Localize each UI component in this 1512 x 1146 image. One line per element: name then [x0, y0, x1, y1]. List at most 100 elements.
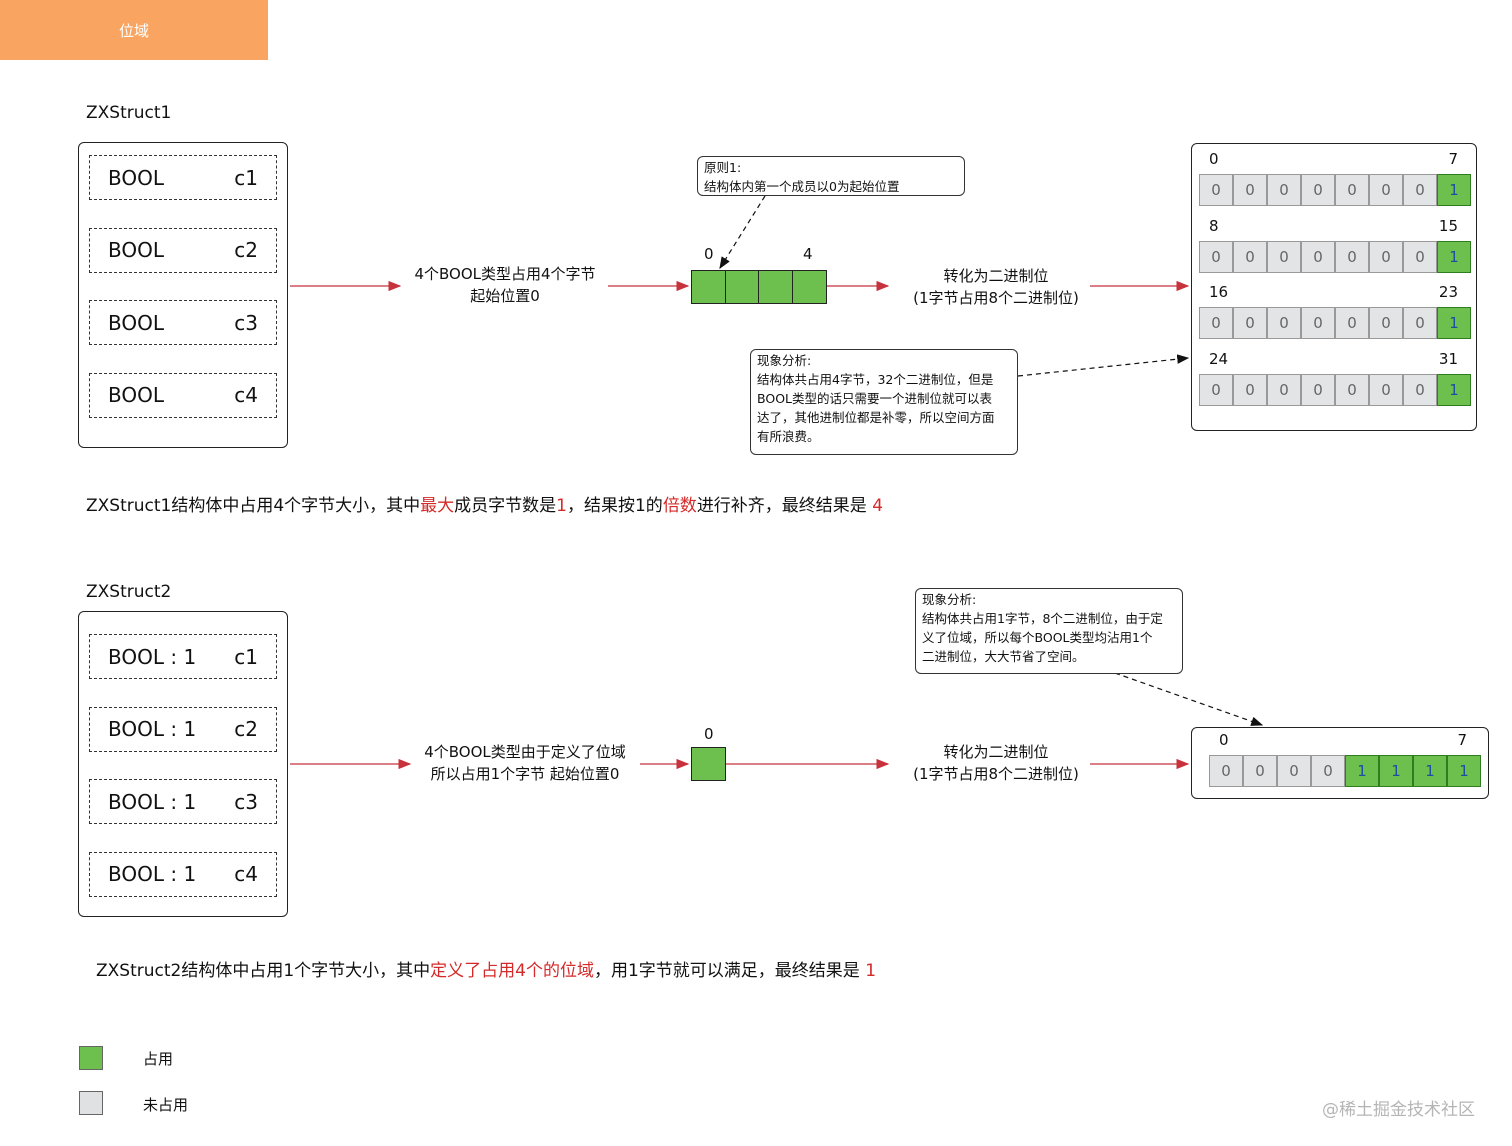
struct2-caption: 4个BOOL类型由于定义了位域 所以占用1个字节 起始位置0 [410, 741, 640, 785]
struct1-caption: 4个BOOL类型占用4个字节 起始位置0 [400, 263, 610, 307]
member-type: BOOL : 1 [108, 862, 197, 886]
struct2-caption-line2: 所以占用1个字节 起始位置0 [430, 765, 620, 783]
bit-cell-empty: 0 [1199, 240, 1233, 273]
analysis-note-line: BOOL类型的话只需要一个进制位就可以表 [757, 391, 992, 406]
struct1-convert-caption: 转化为二进制位 (1字节占用8个二进制位) [896, 265, 1096, 309]
member-name: c1 [234, 644, 258, 669]
summary-highlight: 1 [556, 496, 567, 516]
bit-index-end: 7 [1448, 150, 1458, 168]
member-type: BOOL : 1 [108, 789, 197, 814]
legend-occupied-swatch [79, 1046, 103, 1070]
bit-cell-empty: 0 [1369, 307, 1403, 339]
struct2-convert-caption: 转化为二进制位 (1字节占用8个二进制位) [896, 741, 1096, 785]
convert-caption-line1: 转化为二进制位 [943, 267, 1049, 285]
analysis-note-line: 现象分析: [757, 353, 812, 368]
bit-index-start: 0 [1209, 150, 1219, 168]
member-name: c3 [234, 310, 258, 335]
struct1-byte-label-end: 4 [803, 245, 813, 263]
bit-index-end: 15 [1438, 216, 1458, 235]
bit-cell-occupied: 1 [1437, 174, 1471, 206]
summary-highlight: 最大 [420, 496, 455, 516]
bit-cell-occupied: 1 [1437, 307, 1471, 339]
convert2-caption-line2: (1字节占用8个二进制位) [913, 765, 1079, 783]
bit-cell-empty: 0 [1233, 307, 1267, 339]
bit-cell-empty: 0 [1335, 307, 1369, 339]
analysis2-note-line: 二进制位，大大节省了空间。 [922, 649, 1085, 664]
bit-cell-empty: 0 [1335, 240, 1369, 273]
struct1-analysis-note: 现象分析: 结构体共占用4字节，32个二进制位，但是 BOOL类型的话只需要一个… [750, 349, 1018, 455]
struct1-byte-label-start: 0 [704, 245, 714, 263]
bit-index-start: 16 [1209, 283, 1229, 301]
analysis-note-line: 达了，其他进制位都是补零，所以空间方面 [757, 410, 995, 425]
struct1-caption-line1: 4个BOOL类型占用4个字节 [414, 265, 596, 283]
bit-cell-empty: 0 [1267, 307, 1301, 339]
bit-cell-empty: 0 [1301, 174, 1335, 206]
summary-highlight: 4 [872, 496, 884, 516]
member-type: BOOL [108, 165, 164, 190]
bit-cell-empty: 0 [1233, 174, 1267, 206]
byte-cell-occupied [758, 270, 793, 304]
bit-cell-occupied: 1 [1437, 373, 1471, 406]
bit-cell-empty: 0 [1199, 174, 1233, 206]
member-row: BOOL : 1 c4 [89, 851, 277, 897]
convert2-caption-line1: 转化为二进制位 [943, 743, 1049, 761]
struct1-rule-note: 原则1: 结构体内第一个成员以0为起始位置 [697, 156, 965, 196]
summary-text: ，结果按1的 [566, 496, 663, 516]
struct2-caption-line1: 4个BOOL类型由于定义了位域 [424, 743, 626, 761]
bit-cell-empty: 0 [1301, 240, 1335, 273]
bit-cell-occupied: 1 [1437, 240, 1471, 273]
byte-cell-occupied [691, 747, 726, 781]
summary-text: ，用1字节就可以满足，最终结果是 [593, 961, 866, 981]
bit-cell-empty: 0 [1369, 373, 1403, 406]
bit-cell-empty: 0 [1335, 174, 1369, 206]
bit-index-end: 23 [1438, 283, 1458, 301]
struct2-title: ZXStruct2 [86, 582, 172, 602]
bit-index-end: 31 [1438, 349, 1458, 368]
rule-note-title: 原则1: [704, 160, 742, 175]
bit-cell-empty: 0 [1403, 307, 1437, 339]
bit-cell-empty: 0 [1267, 240, 1301, 273]
member-type: BOOL : 1 [108, 717, 197, 741]
bit-cell-occupied: 1 [1379, 755, 1413, 787]
bit-cell-empty: 0 [1277, 755, 1311, 787]
bit-cell-occupied: 1 [1345, 755, 1379, 787]
summary-text: 进行补齐，最终结果是 [696, 496, 873, 516]
member-name: c4 [234, 862, 258, 886]
rule-note-text: 结构体内第一个成员以0为起始位置 [704, 179, 900, 194]
tab-bitfield[interactable]: 位域 [0, 0, 268, 60]
dashed-rule-pointer [719, 195, 766, 270]
bit-index-start: 0 [1219, 731, 1229, 749]
dashed-analysis-pointer [1017, 354, 1190, 377]
bit-cell-empty: 0 [1267, 373, 1301, 406]
bit-cell-empty: 0 [1243, 755, 1277, 787]
analysis2-note-line: 结构体共占用1字节，8个二进制位，由于定 [922, 611, 1163, 626]
bit-cell-empty: 0 [1301, 307, 1335, 339]
summary-highlight: 1 [865, 961, 877, 981]
summary-text: ZXStruct2结构体中占用1个字节大小，其中 [96, 961, 431, 981]
struct2-box [78, 611, 288, 917]
bit-index-start: 24 [1209, 349, 1229, 368]
dashed-analysis2-pointer [1114, 672, 1264, 726]
member-name: c4 [234, 383, 258, 407]
bit-cell-empty: 0 [1199, 373, 1233, 406]
bit-cell-empty: 0 [1403, 174, 1437, 206]
member-type: BOOL [108, 238, 164, 262]
summary-text: 成员字节数是 [454, 496, 557, 516]
bit-index-start: 8 [1209, 216, 1219, 235]
bit-cell-occupied: 1 [1413, 755, 1447, 787]
analysis2-note-line: 现象分析: [922, 592, 977, 607]
analysis-note-line: 结构体共占用4字节，32个二进制位，但是 [757, 372, 994, 387]
bit-cell-empty: 0 [1311, 755, 1345, 787]
bit-cell-empty: 0 [1403, 240, 1437, 273]
bit-cell-empty: 0 [1233, 373, 1267, 406]
member-name: c3 [234, 789, 258, 814]
byte-cell-occupied [691, 270, 726, 304]
